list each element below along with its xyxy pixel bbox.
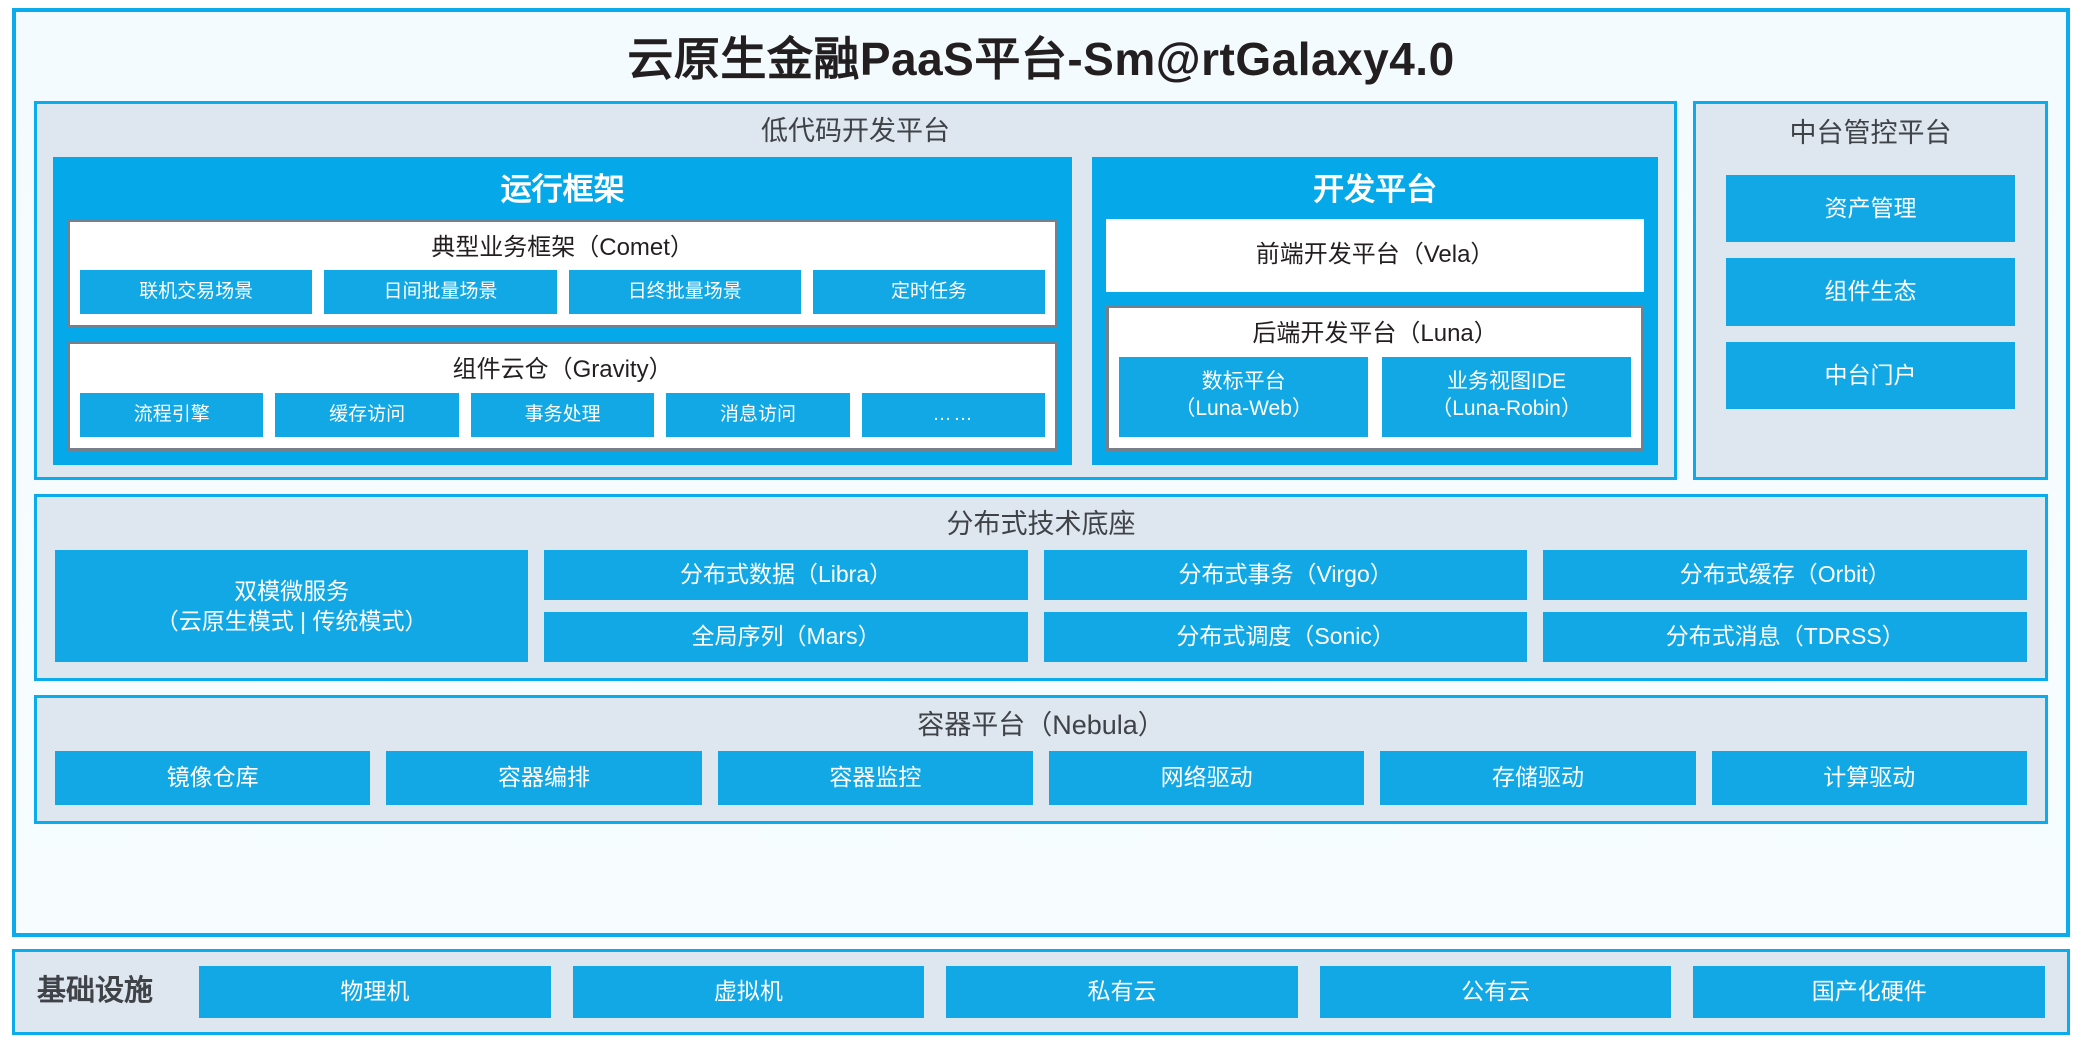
gravity-tile-message-access[interactable]: 消息访问 [666, 392, 850, 437]
midoffice-platform-title: 中台管控平台 [1789, 117, 1952, 148]
foundation-tile-distributed-message-tdrss[interactable]: 分布式消息（TDRSS） [1543, 611, 2027, 662]
lowcode-platform-body: 运行框架 典型业务框架（Comet） 联机交易场景 日间批量场景 日终批量场景 … [37, 156, 1674, 465]
comet-tile-eod-batch[interactable]: 日终批量场景 [568, 270, 801, 315]
luna-tile-row: 数标平台 （Luna-Web） 业务视图IDE （Luna-Robin） [1119, 356, 1632, 437]
gravity-box: 组件云仓（Gravity） 流程引擎 缓存访问 事务处理 消息访问 …… [67, 341, 1059, 451]
container-tile-monitoring[interactable]: 容器监控 [717, 751, 1033, 805]
gravity-tile-transaction-processing[interactable]: 事务处理 [470, 392, 655, 437]
foundation-column-1: 分布式数据（Libra） 全局序列（Mars） [544, 549, 1028, 662]
infrastructure-tile-row: 物理机 虚拟机 私有云 公有云 国产化硬件 [199, 966, 2045, 1018]
midoffice-tile-midoffice-portal[interactable]: 中台门户 [1726, 341, 2015, 409]
distributed-foundation-body: 双模微服务 （云原生模式 | 传统模式） 分布式数据（Libra） 全局序列（M… [37, 549, 2045, 662]
distributed-foundation-panel: 分布式技术底座 双模微服务 （云原生模式 | 传统模式） 分布式数据（Libra… [34, 493, 2048, 681]
foundation-tile-dual-mode-microservice[interactable]: 双模微服务 （云原生模式 | 传统模式） [55, 549, 529, 662]
luna-robin-name: 业务视图IDE [1447, 369, 1567, 393]
comet-tile-scheduled-task[interactable]: 定时任务 [812, 270, 1046, 315]
distributed-foundation-title: 分布式技术底座 [946, 508, 1136, 539]
vela-frontend-box[interactable]: 前端开发平台（Vela） [1106, 218, 1644, 293]
midoffice-platform-panel: 中台管控平台 资产管理 组件生态 中台门户 [1693, 100, 2048, 480]
foundation-tile-distributed-transaction-virgo[interactable]: 分布式事务（Virgo） [1043, 549, 1528, 600]
midoffice-tile-component-ecosystem[interactable]: 组件生态 [1726, 258, 2015, 326]
platform-shell: 云原生金融PaaS平台-Sm@rtGalaxy4.0 低代码开发平台 运行框架 … [12, 8, 2070, 938]
infrastructure-tile-physical-machine[interactable]: 物理机 [199, 966, 551, 1018]
page-title: 云原生金融PaaS平台-Sm@rtGalaxy4.0 [627, 33, 1455, 85]
luna-backend-box: 后端开发平台（Luna） 数标平台 （Luna-Web） 业务视图IDE （Lu… [1106, 305, 1644, 451]
gravity-tile-cache-access[interactable]: 缓存访问 [275, 392, 459, 437]
container-platform-panel: 容器平台（Nebula） 镜像仓库 容器编排 容器监控 网络驱动 存储驱动 计算… [34, 694, 2048, 824]
gravity-tile-process-engine[interactable]: 流程引擎 [80, 392, 264, 437]
comet-title: 典型业务框架（Comet） [431, 233, 694, 261]
lowcode-platform-panel: 低代码开发平台 运行框架 典型业务框架（Comet） 联机交易场景 日间批量场景… [34, 100, 1677, 480]
luna-tile-business-view-ide[interactable]: 业务视图IDE （Luna-Robin） [1382, 356, 1632, 437]
container-tile-orchestration[interactable]: 容器编排 [386, 751, 702, 805]
runtime-framework-title: 运行框架 [500, 171, 625, 207]
luna-web-name: 数标平台 [1201, 369, 1286, 393]
comet-tile-online-transaction[interactable]: 联机交易场景 [80, 270, 313, 315]
container-tile-storage-driver[interactable]: 存储驱动 [1380, 751, 1696, 805]
comet-tile-row: 联机交易场景 日间批量场景 日终批量场景 定时任务 [80, 270, 1046, 315]
top-row: 低代码开发平台 运行框架 典型业务框架（Comet） 联机交易场景 日间批量场景… [34, 100, 2048, 480]
infrastructure-panel: 基础设施 物理机 虚拟机 私有云 公有云 国产化硬件 [12, 949, 2070, 1035]
infrastructure-tile-domestic-hardware[interactable]: 国产化硬件 [1693, 966, 2045, 1018]
infrastructure-label: 基础设施 [37, 975, 154, 1008]
development-platform-title: 开发平台 [1313, 171, 1438, 207]
luna-tile-data-standard-platform[interactable]: 数标平台 （Luna-Web） [1119, 356, 1369, 437]
foundation-tile-distributed-cache-orbit[interactable]: 分布式缓存（Orbit） [1543, 549, 2027, 600]
foundation-column-3: 分布式缓存（Orbit） 分布式消息（TDRSS） [1543, 549, 2027, 662]
luna-web-code: （Luna-Web） [1174, 396, 1313, 420]
lowcode-platform-title: 低代码开发平台 [761, 115, 950, 146]
midoffice-tile-asset-management[interactable]: 资产管理 [1726, 174, 2015, 243]
infrastructure-tile-public-cloud[interactable]: 公有云 [1319, 966, 1672, 1018]
container-tile-network-driver[interactable]: 网络驱动 [1048, 751, 1365, 805]
container-tile-compute-driver[interactable]: 计算驱动 [1711, 751, 2027, 805]
microservice-name: 双模微服务 [234, 577, 350, 604]
container-tile-image-repository[interactable]: 镜像仓库 [55, 751, 371, 805]
gravity-title: 组件云仓（Gravity） [452, 356, 673, 384]
infrastructure-tile-private-cloud[interactable]: 私有云 [946, 966, 1298, 1018]
foundation-tile-distributed-scheduling-sonic[interactable]: 分布式调度（Sonic） [1043, 611, 1528, 662]
luna-title: 后端开发平台（Luna） [1252, 320, 1498, 348]
comet-box: 典型业务框架（Comet） 联机交易场景 日间批量场景 日终批量场景 定时任务 [67, 218, 1059, 329]
microservice-modes: （云原生模式 | 传统模式） [155, 607, 428, 634]
foundation-column-2: 分布式事务（Virgo） 分布式调度（Sonic） [1043, 549, 1528, 662]
comet-tile-intraday-batch[interactable]: 日间批量场景 [324, 270, 557, 315]
container-platform-title: 容器平台（Nebula） [917, 709, 1165, 740]
container-platform-body: 镜像仓库 容器编排 容器监控 网络驱动 存储驱动 计算驱动 [37, 751, 2045, 805]
foundation-tile-distributed-data-libra[interactable]: 分布式数据（Libra） [544, 549, 1028, 600]
development-platform-card: 开发平台 前端开发平台（Vela） 后端开发平台（Luna） 数标平台 （Lun… [1092, 156, 1658, 465]
microservice-column: 双模微服务 （云原生模式 | 传统模式） [55, 549, 529, 662]
foundation-tile-global-sequence-mars[interactable]: 全局序列（Mars） [544, 611, 1028, 662]
luna-robin-code: （Luna-Robin） [1431, 396, 1582, 420]
infrastructure-tile-virtual-machine[interactable]: 虚拟机 [572, 966, 925, 1018]
gravity-tile-more[interactable]: …… [861, 392, 1046, 437]
runtime-framework-card: 运行框架 典型业务框架（Comet） 联机交易场景 日间批量场景 日终批量场景 … [53, 156, 1073, 465]
gravity-tile-row: 流程引擎 缓存访问 事务处理 消息访问 …… [80, 392, 1046, 437]
